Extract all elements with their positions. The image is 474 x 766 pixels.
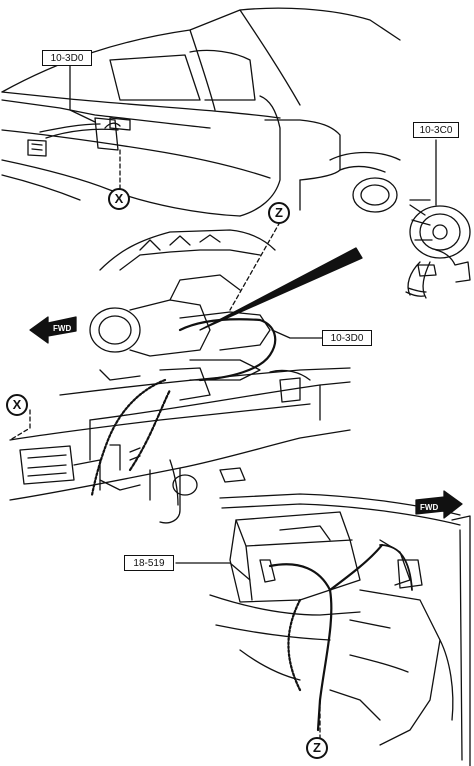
harness-battery-lower	[287, 598, 302, 692]
harness-battery-right	[379, 544, 413, 591]
connector-pointer-arrow	[199, 247, 363, 331]
z-upper-leader	[229, 221, 281, 311]
harness-battery-main	[268, 563, 333, 732]
marker-z-lower: Z	[306, 737, 328, 759]
mid-ref-leader	[271, 329, 323, 339]
fwd-right-label: FWD	[420, 503, 438, 512]
fwd-arrow-right: FWD	[415, 490, 463, 519]
marker-z-upper: Z	[268, 202, 290, 224]
marker-x-lower: X	[6, 394, 28, 416]
battery-ref-leader	[175, 562, 251, 581]
vehicle-rear-illustration	[1, 7, 401, 217]
ref-label-connector: 10-3C0	[413, 122, 459, 138]
ref-label-top-rear: 10-3D0	[42, 50, 92, 66]
harness-mid-branch	[90, 378, 167, 497]
engine-and-frame-illustration	[9, 229, 351, 524]
marker-x-upper: X	[108, 188, 130, 210]
battery-area-illustration	[209, 493, 471, 766]
harness-battery-upper	[328, 543, 384, 592]
connector-detail-illustration	[329, 139, 471, 299]
fwd-arrow-left: FWD	[29, 316, 77, 344]
top-ref-leader	[69, 64, 96, 123]
fwd-left-label: FWD	[53, 324, 71, 333]
x-lower-leader	[9, 409, 31, 441]
ref-label-mid-harness: 10-3D0	[322, 330, 372, 346]
harness-mid-down	[128, 388, 172, 472]
ref-label-battery: 18-519	[124, 555, 174, 571]
harness-mid-loop	[178, 318, 277, 382]
